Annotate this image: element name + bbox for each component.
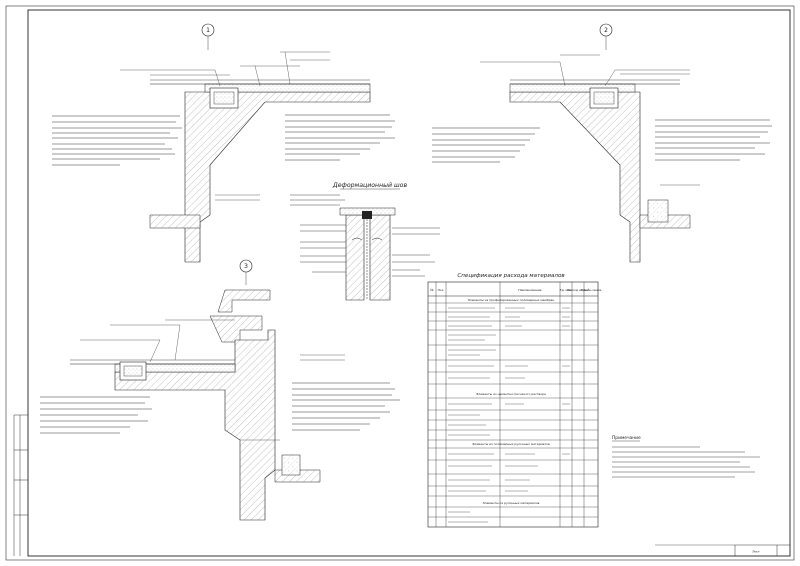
detail-3-spec-left <box>40 396 152 434</box>
detail-1-spec-right <box>285 114 395 161</box>
detail-3-stair <box>217 289 271 313</box>
detail-3-spec-right <box>292 382 400 431</box>
col-number: № <box>430 288 433 292</box>
col-position: Поз. <box>438 288 445 292</box>
detail-2-number: 2 <box>604 27 608 34</box>
drawing-frame <box>27 9 791 557</box>
detail-3-number: 3 <box>244 263 248 270</box>
col-unit: Ед. изм. <box>560 288 573 292</box>
node-title: Деформационный шов <box>332 182 408 189</box>
notes-title: Примечание <box>612 435 641 441</box>
table-header: № Поз. Наименование Ед. изм. Расход на 1… <box>430 288 601 292</box>
detail-1-number: 1 <box>206 27 210 34</box>
detail-1-footing <box>149 214 201 229</box>
title-stamp: Лист <box>734 544 791 557</box>
detail-3-wall <box>114 329 276 521</box>
col-name: Наименование <box>518 288 541 292</box>
col-note: Приме-чание <box>581 288 602 292</box>
detail-1: 1 <box>52 23 395 263</box>
detail-2-wall <box>509 91 641 263</box>
section-3-title: Элементы из полимерных рулонных материал… <box>472 442 550 446</box>
table-frame <box>427 281 599 528</box>
detail-2: 2 <box>432 23 772 263</box>
col-rate: Расход на 1м² <box>567 288 590 292</box>
section-2-title: Элементы из цементно-песчаного раствора <box>476 392 546 396</box>
detail-1-wall <box>184 91 371 263</box>
stamp-label: Лист <box>752 550 760 554</box>
table-title: Спецификация расхода материалов <box>457 273 564 279</box>
detail-3: 3 <box>40 259 400 521</box>
materials-table: Спецификация расхода материалов № Поз. Н… <box>427 273 601 528</box>
section-1-title: Элементы из профилированных полимерных м… <box>468 298 555 302</box>
detail-2-spec-left <box>432 127 540 163</box>
section-4-title: Элементы из рулонных материалов <box>483 501 540 505</box>
detail-2-spec-right <box>655 119 772 161</box>
sheet-border <box>5 5 795 561</box>
binding-strip <box>13 414 28 556</box>
notes-block: Примечание <box>612 435 760 478</box>
deformation-joint-node: Деформационный шов <box>290 182 440 301</box>
detail-1-spec-left <box>52 115 182 166</box>
